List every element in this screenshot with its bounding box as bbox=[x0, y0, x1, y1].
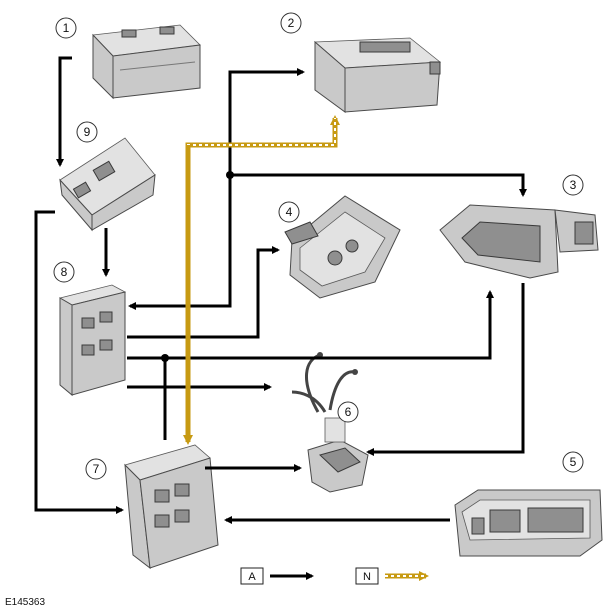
latch-actuator-component bbox=[284, 195, 401, 299]
callout-2: 2 bbox=[280, 12, 302, 34]
wire-to-module-2 bbox=[228, 68, 305, 175]
svg-text:5: 5 bbox=[570, 455, 577, 469]
trunk-switch-component bbox=[439, 204, 599, 279]
svg-text:2: 2 bbox=[288, 16, 295, 30]
wire-fusebox-to-bcm bbox=[34, 210, 124, 514]
wire-to-trunk-switch bbox=[230, 173, 527, 197]
control-module-2 bbox=[313, 37, 442, 113]
battery-component bbox=[92, 24, 201, 100]
fuse-bracket-component bbox=[59, 137, 156, 232]
junction-box-component bbox=[58, 284, 127, 397]
svg-text:3: 3 bbox=[570, 178, 577, 192]
wire-junction-dot-upper bbox=[226, 171, 234, 179]
legend: A N bbox=[240, 567, 429, 585]
callout-7: 7 bbox=[85, 458, 107, 480]
svg-text:N: N bbox=[363, 571, 371, 583]
trunk-latch-component bbox=[291, 352, 369, 493]
hardwired-connections bbox=[34, 56, 527, 524]
legend-hardwired: A bbox=[240, 567, 314, 585]
callout-9: 9 bbox=[76, 121, 98, 143]
svg-text:8: 8 bbox=[61, 265, 68, 279]
callout-8: 8 bbox=[53, 261, 75, 283]
wire-junction-dot-lower bbox=[161, 354, 169, 362]
callout-4: 4 bbox=[278, 201, 300, 223]
callout-3: 3 bbox=[562, 174, 584, 196]
switch-pack-component bbox=[454, 489, 603, 557]
svg-text:6: 6 bbox=[345, 405, 352, 419]
svg-text:7: 7 bbox=[93, 462, 100, 476]
wire-to-junction-box bbox=[128, 175, 232, 310]
svg-text:4: 4 bbox=[286, 205, 293, 219]
wire-junction-to-trunk-switch bbox=[127, 290, 494, 360]
svg-text:9: 9 bbox=[84, 125, 91, 139]
svg-text:1: 1 bbox=[63, 21, 70, 35]
svg-text:A: A bbox=[248, 571, 256, 583]
body-control-module-component bbox=[124, 444, 219, 570]
wire-battery-to-fusebox bbox=[56, 56, 72, 167]
legend-network: N bbox=[355, 567, 429, 585]
callout-5: 5 bbox=[562, 451, 584, 473]
figure-id: E145363 bbox=[5, 597, 45, 608]
network-connection bbox=[183, 115, 340, 445]
callout-1: 1 bbox=[55, 17, 77, 39]
wire-junction-to-actuator bbox=[127, 246, 280, 339]
callout-6: 6 bbox=[337, 401, 359, 423]
wire-switch-to-latch bbox=[366, 283, 525, 456]
